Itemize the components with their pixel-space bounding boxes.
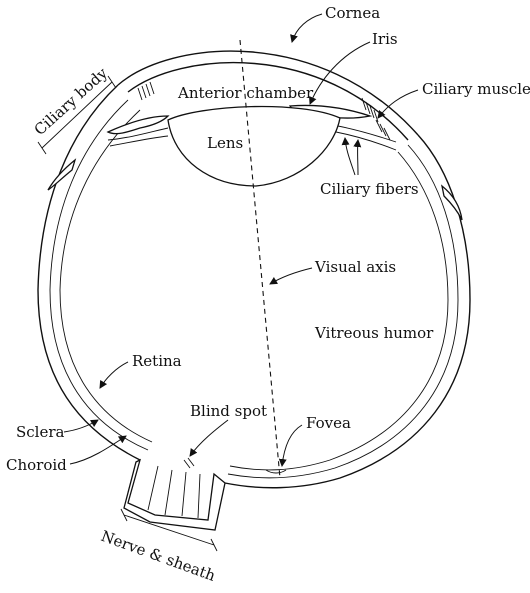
label-ciliary-fibers: Ciliary fibers: [320, 180, 419, 198]
label-retina: Retina: [132, 352, 182, 370]
blind-spot-mark: [183, 457, 195, 469]
label-ciliary-muscle: Ciliary muscle: [422, 80, 530, 98]
blind-spot-arrow: [189, 419, 229, 457]
retina-arrow: [99, 361, 129, 389]
cornea-arrow: [290, 13, 323, 43]
ciliary-muscle-arrow: [377, 89, 419, 119]
label-cornea: Cornea: [325, 4, 380, 22]
ciliary-fibers-left: [107, 127, 169, 147]
iris-left: [106, 115, 170, 135]
label-lens: Lens: [207, 134, 243, 152]
choroid-layer: [49, 99, 459, 479]
visual-axis-arrow: [269, 267, 313, 285]
label-iris: Iris: [372, 30, 398, 48]
fovea-arrow: [278, 424, 303, 467]
label-nerve-sheath: Nerve & sheath: [99, 527, 218, 585]
iris-arrow: [309, 41, 371, 105]
choroid-arrow: [69, 435, 127, 465]
cornea-outer: [117, 50, 419, 136]
lens-shape: [167, 105, 341, 187]
nerve-sheath-bracket: [120, 508, 218, 552]
ciliary-fibers-arrow-1: [341, 137, 356, 176]
label-anterior-chamber: Anterior chamber: [177, 84, 314, 102]
label-visual-axis: Visual axis: [314, 258, 396, 276]
ciliary-body-right-wedge: [441, 184, 463, 221]
ciliary-muscle-hatching: [137, 81, 391, 141]
visual-axis-line: [239, 39, 281, 479]
label-vitreous-humor: Vitreous humor: [314, 324, 434, 342]
label-blind-spot: Blind spot: [190, 402, 267, 420]
ciliary-fibers-right: [335, 125, 397, 151]
optic-nerve-fibers: [147, 465, 201, 519]
label-choroid: Choroid: [6, 456, 67, 474]
ciliary-body-left-wedge: [47, 158, 77, 191]
sclera-arrow: [63, 419, 99, 433]
retina-layer: [59, 109, 449, 471]
optic-nerve-sheath: [123, 458, 226, 531]
fovea-dip: [265, 469, 287, 474]
ciliary-body-bracket: [37, 75, 117, 155]
label-ciliary-body: Ciliary body: [31, 64, 112, 139]
label-fovea: Fovea: [306, 414, 351, 432]
label-sclera: Sclera: [16, 423, 65, 441]
cornea-inner: [127, 61, 409, 141]
